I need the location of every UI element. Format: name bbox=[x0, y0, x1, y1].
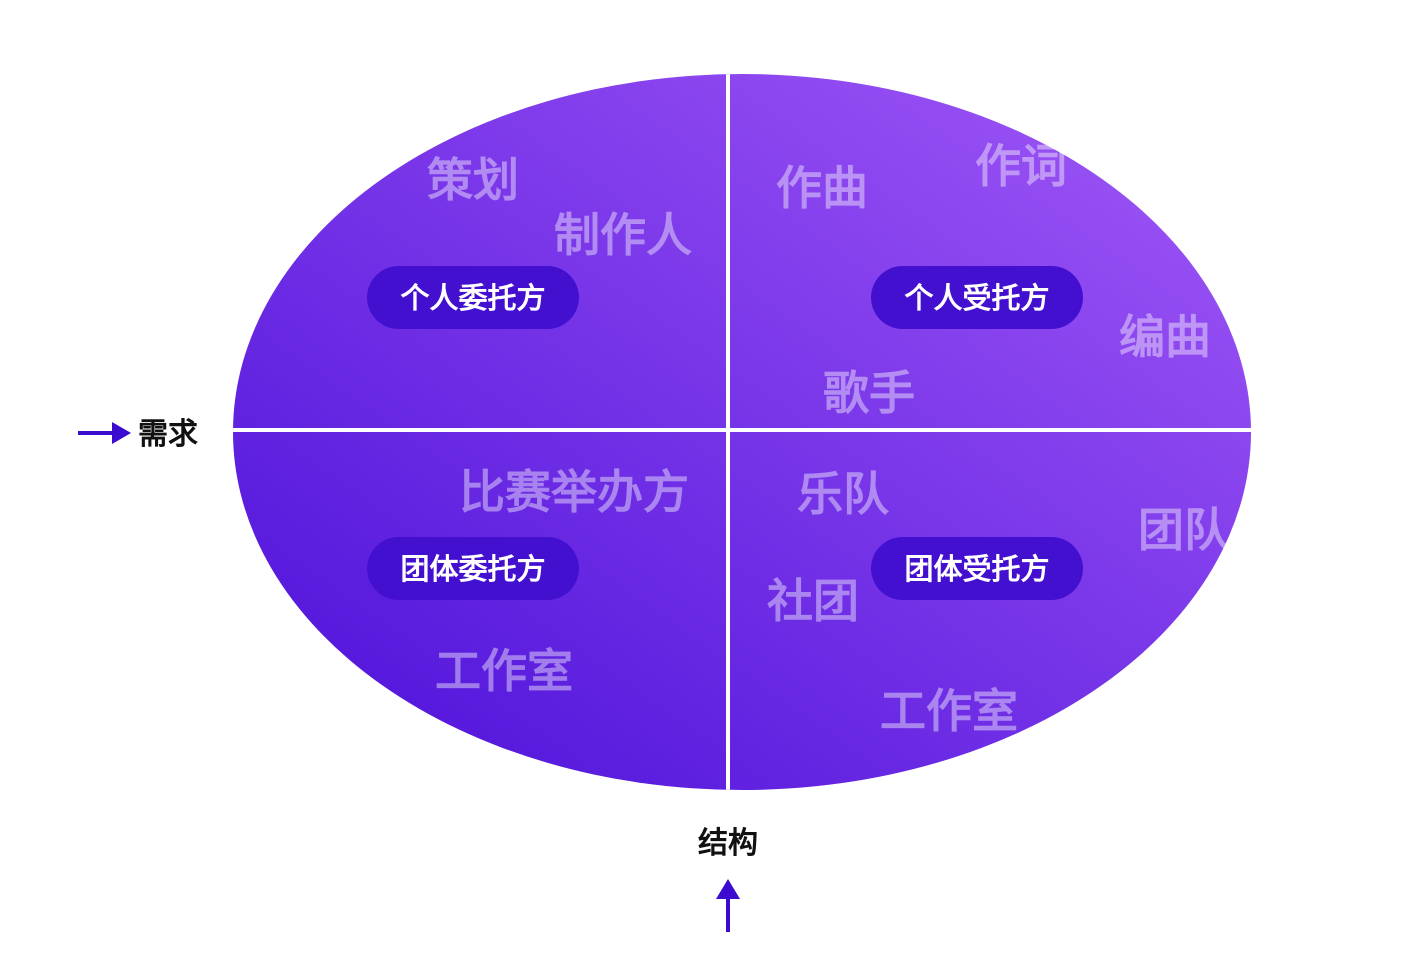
pill-individual-client: 个人委托方 bbox=[367, 266, 579, 329]
word-club: 社团 bbox=[767, 574, 859, 628]
word-studio-left: 工作室 bbox=[435, 644, 573, 698]
word-composer: 作曲 bbox=[776, 161, 868, 215]
demand-axis-label: 需求 bbox=[138, 417, 198, 452]
word-team: 团队 bbox=[1138, 503, 1231, 557]
structure-arrow-head bbox=[716, 879, 740, 899]
pill-individual-contractor-label: 个人受托方 bbox=[904, 281, 1049, 315]
structure-axis: 结构 bbox=[698, 826, 758, 932]
word-arranger: 编曲 bbox=[1119, 310, 1211, 364]
structure-axis-label: 结构 bbox=[698, 826, 758, 861]
pill-individual-client-label: 个人委托方 bbox=[400, 281, 545, 315]
pill-group-client: 团体委托方 bbox=[367, 537, 579, 600]
pill-group-contractor-label: 团体受托方 bbox=[904, 552, 1049, 586]
word-producer: 制作人 bbox=[554, 208, 692, 262]
word-band: 乐队 bbox=[797, 467, 890, 521]
pill-group-contractor: 团体受托方 bbox=[871, 537, 1083, 600]
word-singer: 歌手 bbox=[823, 366, 915, 420]
demand-arrow-head bbox=[112, 422, 131, 444]
word-studio-right: 工作室 bbox=[880, 684, 1018, 738]
word-planning: 策划 bbox=[427, 153, 519, 207]
word-lyricist: 作词 bbox=[975, 139, 1067, 193]
pill-individual-contractor: 个人受托方 bbox=[871, 266, 1083, 329]
pill-group-client-label: 团体委托方 bbox=[400, 552, 545, 586]
demand-axis: 需求 bbox=[78, 417, 198, 452]
word-contest-organizer: 比赛举办方 bbox=[459, 465, 689, 519]
